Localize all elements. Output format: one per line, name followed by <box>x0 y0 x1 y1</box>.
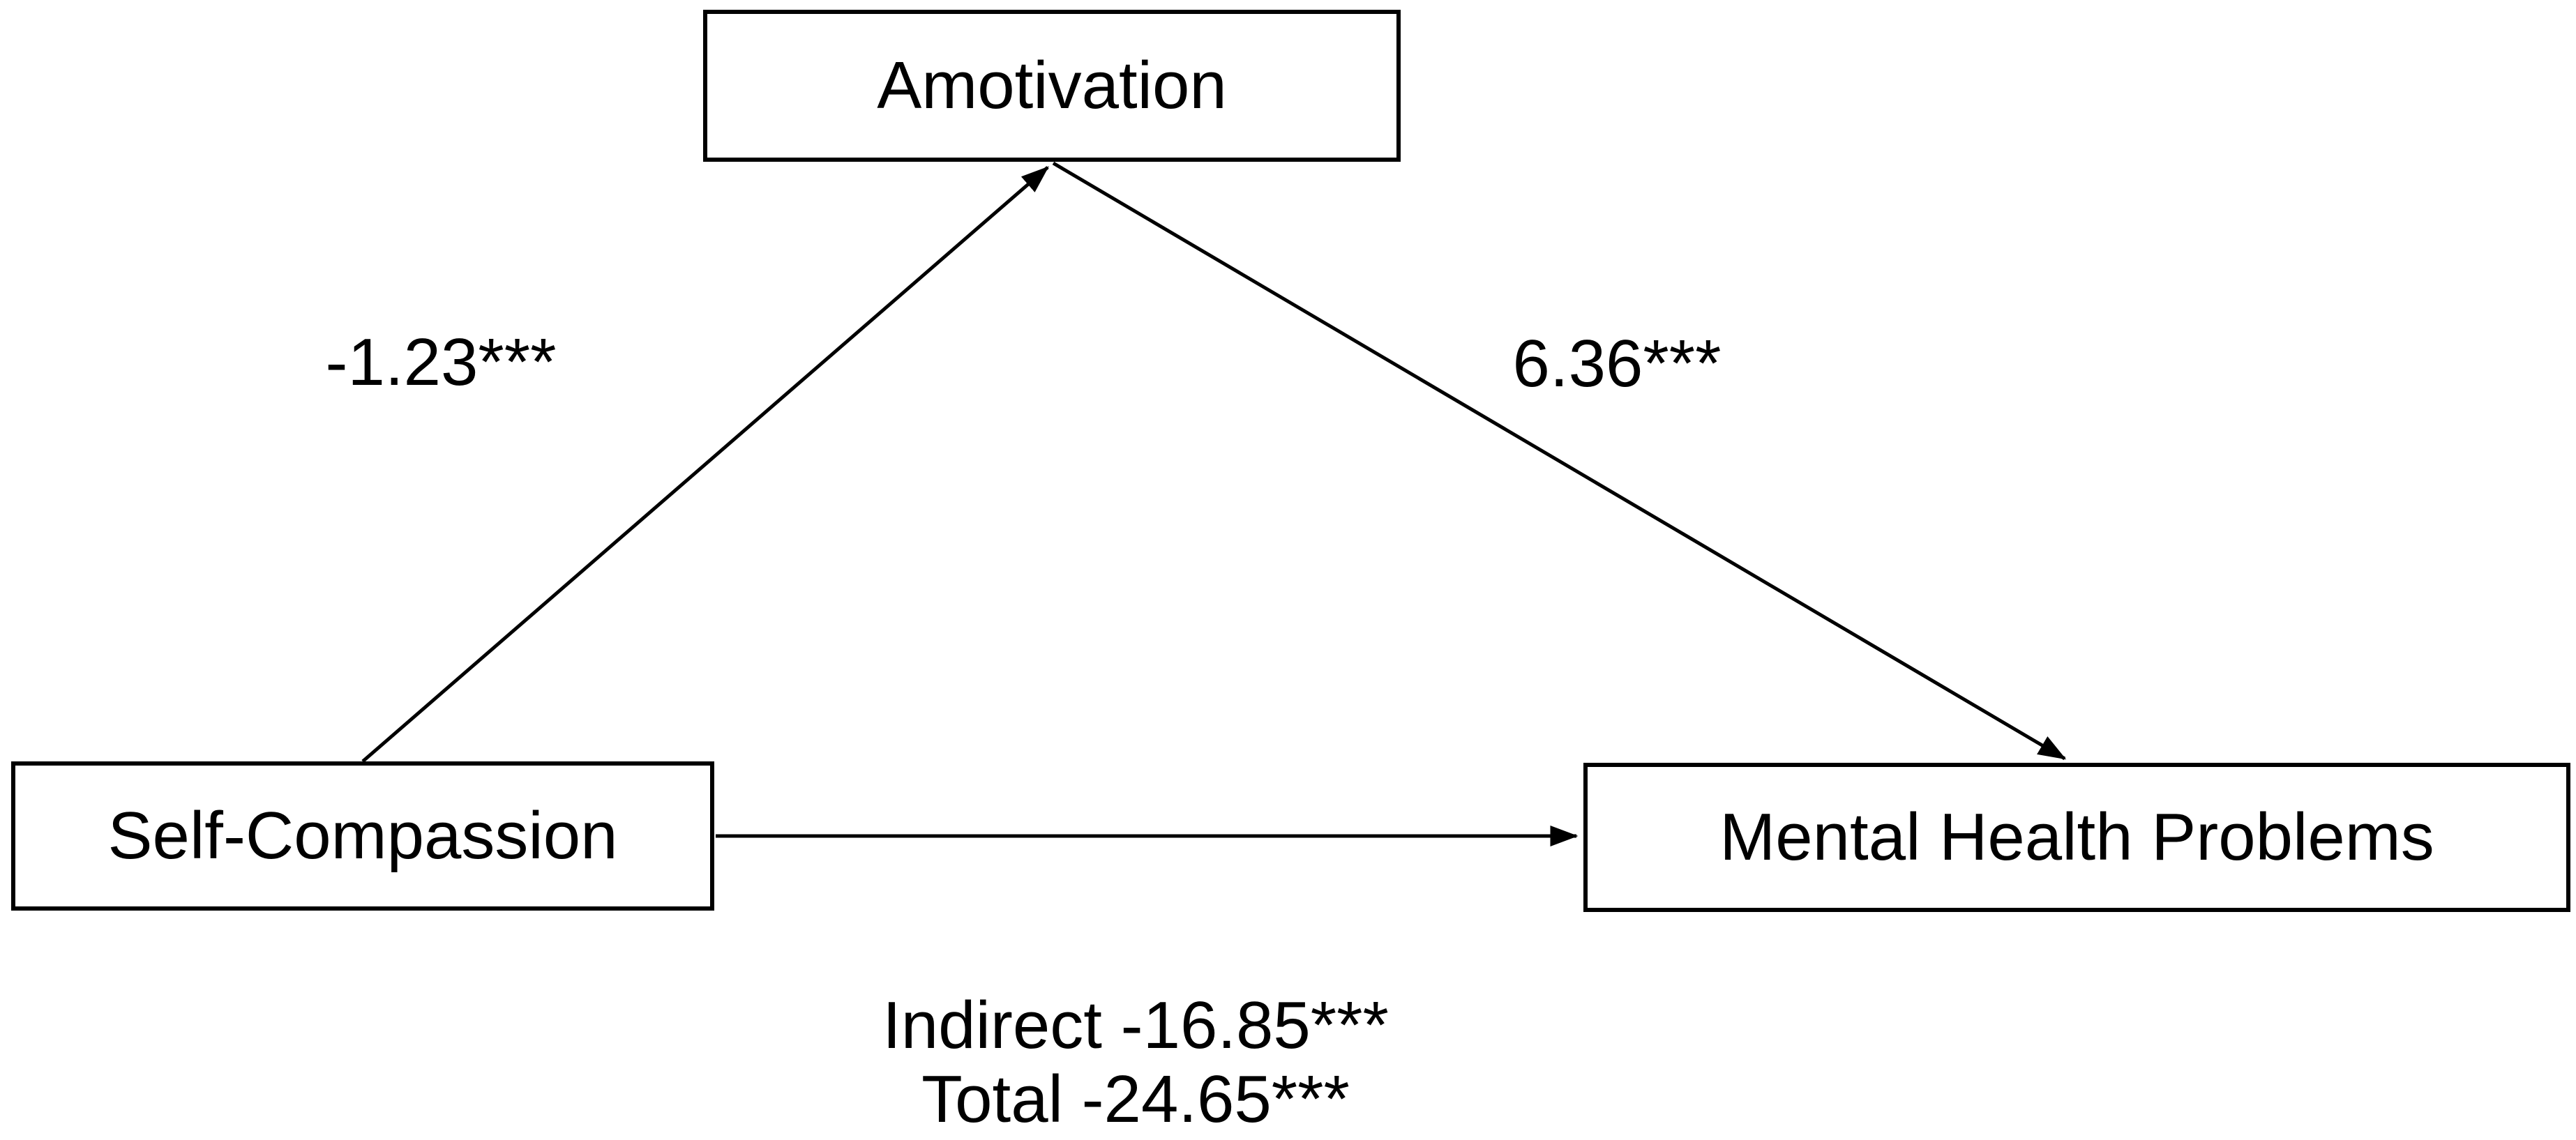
total-effect-label: Total -24.65*** <box>921 1061 1350 1137</box>
a-path-coefficient: -1.23*** <box>325 325 557 400</box>
b-path-coefficient: 6.36*** <box>1512 326 1722 401</box>
predictor-box: Self-Compassion <box>11 761 714 911</box>
a-path-arrow <box>361 166 1049 763</box>
predictor-label: Self-Compassion <box>107 798 618 873</box>
mediator-label: Amotivation <box>877 48 1227 123</box>
b-path-arrow <box>1052 161 2067 761</box>
outcome-label: Mental Health Problems <box>1719 800 2434 874</box>
outcome-box: Mental Health Problems <box>1583 763 2570 912</box>
effects-block: Indirect -16.85*** Total -24.65*** <box>882 989 1389 1136</box>
indirect-effect-label: Indirect -16.85*** <box>882 988 1389 1063</box>
mediator-box: Amotivation <box>703 10 1401 162</box>
